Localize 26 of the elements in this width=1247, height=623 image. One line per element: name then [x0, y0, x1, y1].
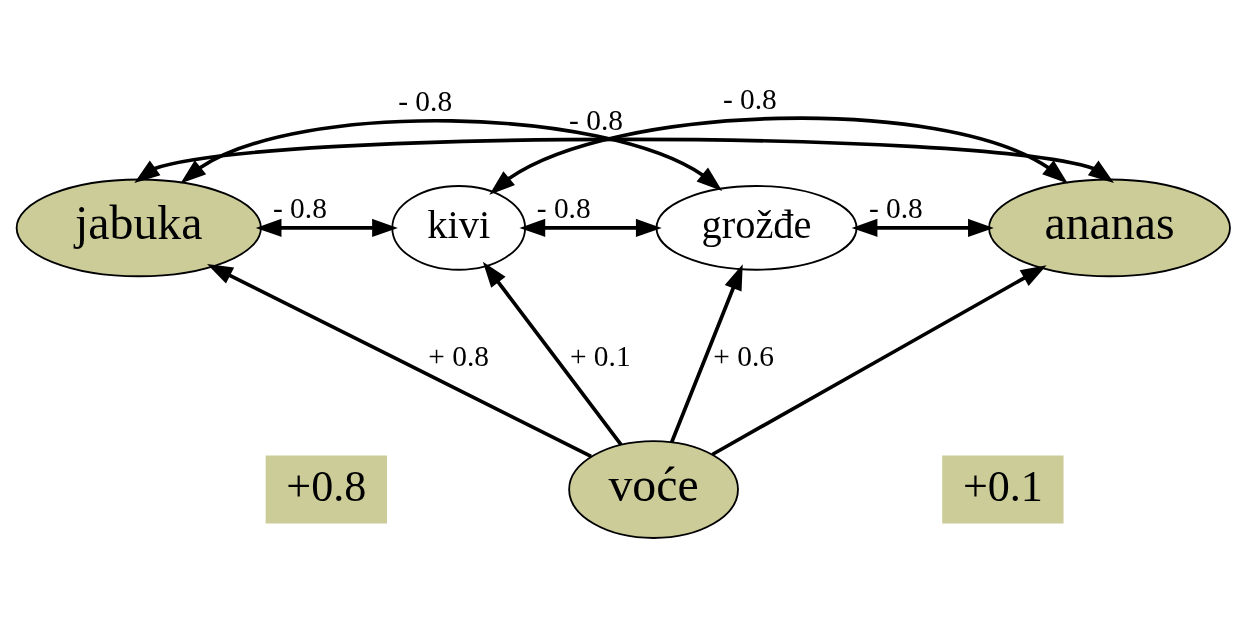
edge-label: - 0.8 [536, 192, 591, 225]
arrow [851, 218, 994, 237]
node-box: +0.1 [942, 455, 1064, 524]
edge-label: - 0.8 [272, 192, 327, 225]
arrow [711, 265, 1047, 457]
arrow [519, 218, 662, 237]
edge-label: + 0.8 [428, 339, 490, 372]
arrow [670, 264, 743, 443]
edge-label: + 0.6 [713, 339, 775, 372]
arrow [180, 119, 723, 191]
edge-label: - 0.8 [868, 192, 923, 225]
node-ellipse: kivi [391, 185, 526, 271]
node-ellipse: grožđe [655, 185, 858, 271]
node-ellipse: ananas [988, 178, 1231, 278]
arrow [207, 263, 592, 459]
edge-label: - 0.8 [398, 85, 453, 118]
node-ellipse: jabuka [15, 178, 262, 278]
edge-label: - 0.8 [569, 103, 623, 136]
edge-label: - 0.8 [722, 82, 777, 115]
arrow [489, 116, 1068, 195]
arrow [134, 137, 1115, 184]
arrow [255, 218, 398, 237]
edge-label: + 0.1 [569, 339, 631, 372]
node-box: +0.8 [265, 455, 387, 524]
node-ellipse: voće [568, 440, 739, 539]
arrow [482, 261, 623, 446]
